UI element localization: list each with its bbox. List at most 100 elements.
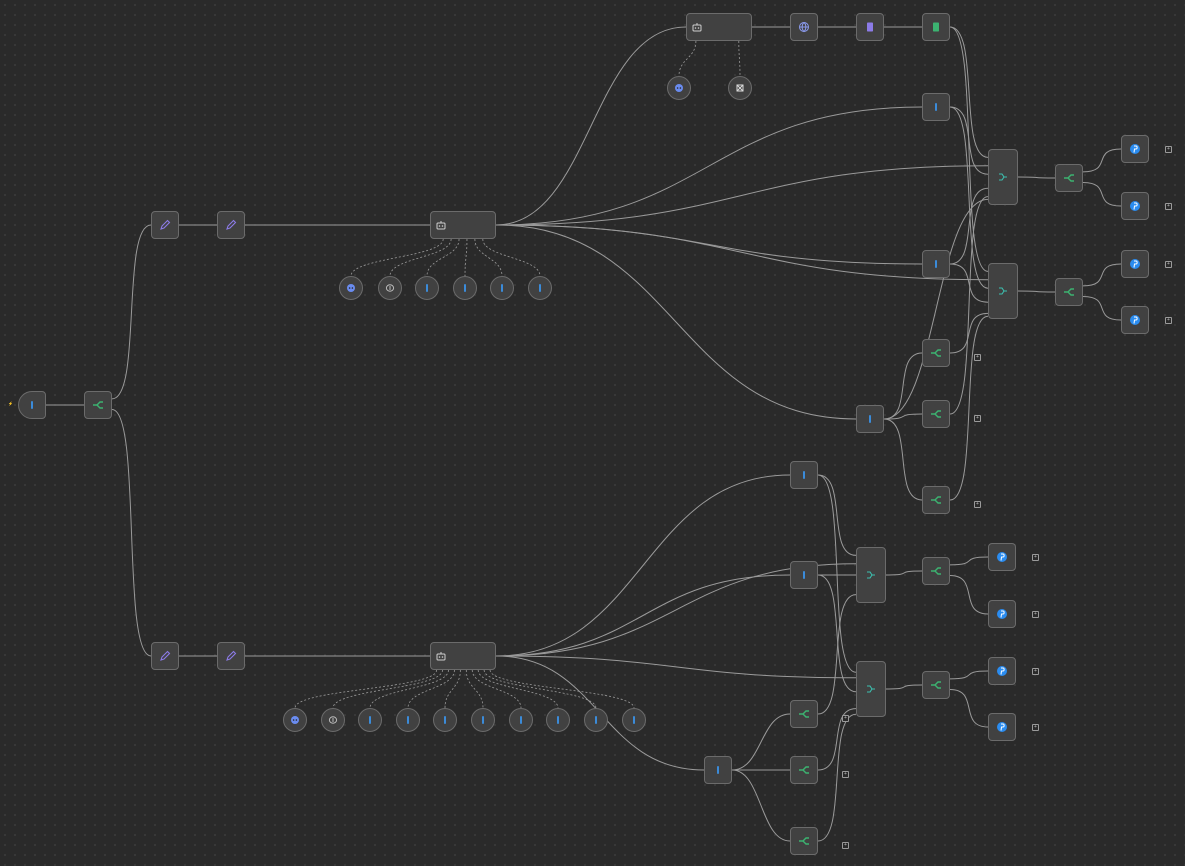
add-node-button[interactable]: + bbox=[1032, 668, 1039, 675]
node-martin1[interactable] bbox=[988, 543, 1016, 571]
node-edit-fields3[interactable] bbox=[217, 211, 245, 239]
if-icon bbox=[1056, 165, 1082, 191]
node-elena[interactable] bbox=[988, 713, 1016, 741]
add-node-button[interactable]: + bbox=[1165, 261, 1172, 268]
add-node-button[interactable]: + bbox=[1032, 724, 1039, 731]
node-github-copilot-chat-model[interactable] bbox=[283, 708, 307, 732]
node-if1[interactable] bbox=[922, 557, 950, 585]
add-node-button[interactable]: + bbox=[842, 715, 849, 723]
node-edit-fields[interactable] bbox=[151, 211, 179, 239]
iobroker-icon bbox=[585, 709, 607, 731]
merge-icon bbox=[857, 662, 885, 716]
node-message-perplexity[interactable] bbox=[728, 76, 752, 100]
node-ai-agent-holz[interactable] bbox=[430, 211, 496, 239]
node-merge[interactable] bbox=[856, 547, 886, 603]
node-elena2[interactable] bbox=[1121, 306, 1149, 334]
add-node-button[interactable]: + bbox=[974, 415, 981, 423]
pushover-icon bbox=[989, 544, 1015, 570]
node-if4[interactable] bbox=[1055, 278, 1083, 306]
node-github-copilot-chat-model2[interactable] bbox=[667, 76, 691, 100]
node-iobroker-instanz1[interactable] bbox=[856, 405, 884, 433]
add-node-button[interactable]: + bbox=[842, 771, 849, 779]
node-postgres-chat-memory[interactable] bbox=[321, 708, 345, 732]
node-iobroker-rl-heizung[interactable] bbox=[433, 708, 457, 732]
node-iobroker-input-trigger[interactable] bbox=[18, 391, 46, 419]
add-node-button[interactable]: + bbox=[974, 354, 981, 362]
node-edit-fields1[interactable] bbox=[151, 642, 179, 670]
iobroker-icon bbox=[359, 709, 381, 731]
node-elena3[interactable] bbox=[1121, 250, 1149, 278]
node-read-write-files[interactable] bbox=[922, 13, 950, 41]
iobroker-icon bbox=[623, 709, 645, 731]
add-node-button[interactable]: + bbox=[1165, 203, 1172, 210]
add-node-button[interactable]: + bbox=[1032, 611, 1039, 618]
node-ai-agent1[interactable] bbox=[686, 13, 752, 41]
if-icon bbox=[1056, 279, 1082, 305]
add-node-button[interactable]: + bbox=[1032, 554, 1039, 561]
add-node-button[interactable]: + bbox=[842, 842, 849, 850]
add-node-button[interactable]: + bbox=[1165, 317, 1172, 324]
node-iobroker-instanz[interactable] bbox=[704, 756, 732, 784]
node-merge2[interactable] bbox=[988, 149, 1018, 205]
if-icon bbox=[923, 340, 949, 366]
pencil-icon bbox=[152, 212, 178, 238]
sub-connection bbox=[426, 238, 460, 277]
node-iobroker-vl-speicher[interactable] bbox=[471, 708, 495, 732]
iobroker-icon bbox=[491, 277, 513, 299]
sub-connection bbox=[294, 669, 437, 709]
node-github-copilot-chat-model1[interactable] bbox=[339, 276, 363, 300]
node-if-2[interactable] bbox=[790, 827, 818, 855]
node-elena1[interactable] bbox=[988, 657, 1016, 685]
iobroker-icon bbox=[529, 277, 551, 299]
node-iobroker-vl-speicher2[interactable] bbox=[509, 708, 533, 732]
if-icon bbox=[791, 701, 817, 727]
node-iobroker-vl-heizung[interactable] bbox=[584, 708, 608, 732]
file-convert-icon bbox=[857, 14, 883, 40]
connection bbox=[1082, 181, 1122, 207]
sub-connection bbox=[389, 238, 452, 277]
node-merge1[interactable] bbox=[856, 661, 886, 717]
node-iobroker-name[interactable] bbox=[790, 461, 818, 489]
node-if-1-1[interactable] bbox=[922, 400, 950, 428]
add-node-button[interactable]: + bbox=[1165, 146, 1172, 153]
node-iobroker-boiler[interactable] bbox=[546, 708, 570, 732]
node-martin[interactable] bbox=[988, 600, 1016, 628]
node-ai-agent[interactable] bbox=[430, 642, 496, 670]
node-martin3[interactable] bbox=[1121, 135, 1149, 163]
node-iobroker-heizkessel[interactable] bbox=[358, 708, 382, 732]
connection bbox=[495, 474, 791, 657]
node-iobroker-sound-name[interactable] bbox=[790, 561, 818, 589]
connection bbox=[949, 26, 989, 158]
node-if-0-1[interactable] bbox=[922, 339, 950, 367]
node-if-0[interactable] bbox=[790, 700, 818, 728]
node-http-request[interactable] bbox=[790, 13, 818, 41]
pencil-icon bbox=[218, 643, 244, 669]
node-martin2[interactable] bbox=[1121, 192, 1149, 220]
pushover-icon bbox=[989, 601, 1015, 627]
node-iobroker-name1[interactable] bbox=[922, 93, 950, 121]
file-disk-icon bbox=[923, 14, 949, 40]
node-if-2-1[interactable] bbox=[922, 486, 950, 514]
node-iobroker-sound-name1[interactable] bbox=[922, 250, 950, 278]
node-if3[interactable] bbox=[1055, 164, 1083, 192]
add-node-button[interactable]: + bbox=[974, 501, 981, 509]
node-if-1[interactable] bbox=[790, 756, 818, 784]
node-convert-to-file[interactable] bbox=[856, 13, 884, 41]
connection bbox=[495, 224, 857, 420]
connection bbox=[817, 713, 857, 842]
node-set-point-wohnzimmer[interactable] bbox=[453, 276, 477, 300]
node-if2[interactable] bbox=[922, 671, 950, 699]
if-icon bbox=[85, 392, 111, 418]
merge-icon bbox=[857, 548, 885, 602]
node-actual-temp-kaeche[interactable] bbox=[415, 276, 439, 300]
node-edit-fields2[interactable] bbox=[217, 642, 245, 670]
node-actual-temp-wohnzimmer[interactable] bbox=[490, 276, 514, 300]
node-if-main[interactable] bbox=[84, 391, 112, 419]
node-iobroker-vl-holz[interactable] bbox=[622, 708, 646, 732]
node-merge3[interactable] bbox=[988, 263, 1018, 319]
connection bbox=[817, 708, 857, 771]
node-iobroker-rl-holz[interactable] bbox=[396, 708, 420, 732]
robot-icon bbox=[431, 643, 451, 669]
node-set-point-kueche[interactable] bbox=[528, 276, 552, 300]
node-postgres-chat-memory1[interactable] bbox=[378, 276, 402, 300]
